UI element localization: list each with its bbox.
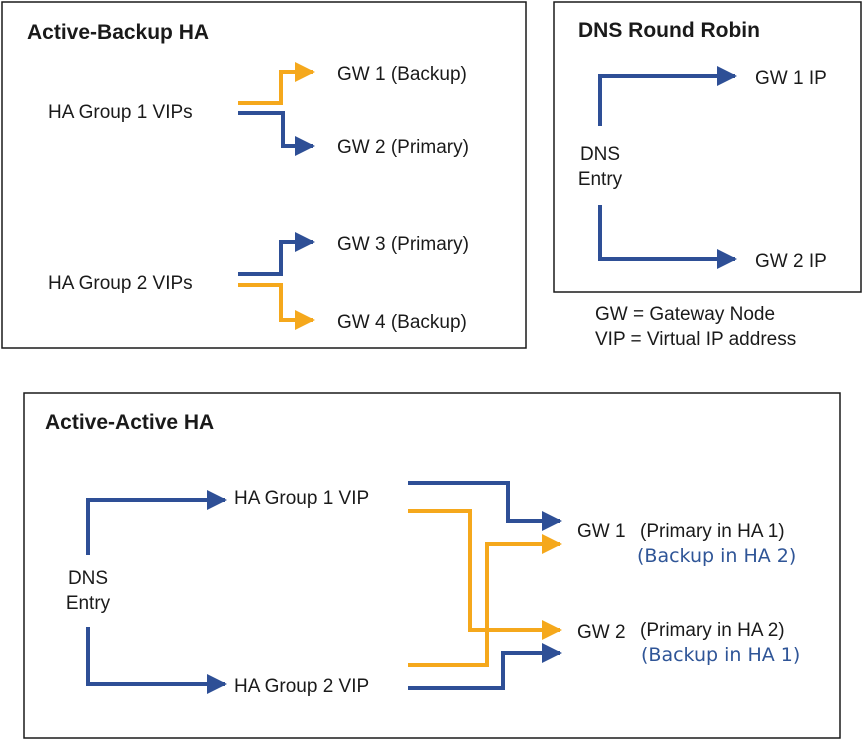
gw2-ip-label: GW 2 IP [755,251,827,272]
aa-gw2-label: GW 2 [577,622,626,643]
legend-vip: VIP = Virtual IP address [595,329,796,350]
legend: GW = Gateway Node VIP = Virtual IP addre… [595,304,796,350]
backup-path-arrow-gw4 [238,283,315,330]
active-backup-title: Active-Backup HA [27,21,209,44]
aa-dns-entry-label-line2: Entry [66,593,111,614]
dns-round-robin-frame [553,1,862,293]
aa-gw1-primary-label: (Primary in HA 1) [640,521,785,542]
gw2-primary-label: GW 2 (Primary) [337,137,469,158]
dns-round-robin-title: DNS Round Robin [578,19,760,42]
active-active-panel: Active-Active HA DNS Entry HA Group 1 VI… [23,392,841,739]
ha-group1-vip-label: HA Group 1 VIP [234,488,369,509]
aa-backup-path-group2-gw1 [408,534,562,667]
gw1-backup-label: GW 1 (Backup) [337,64,467,85]
gw3-primary-label: GW 3 (Primary) [337,234,469,255]
aa-dns-entry-label-line1: DNS [68,568,108,589]
ha-group2-vips-label: HA Group 2 VIPs [48,273,193,294]
gw1-ip-label: GW 1 IP [755,68,827,89]
ha-group2-vip-label: HA Group 2 VIP [234,676,369,697]
aa-backup-path-group1-gw2 [408,509,562,640]
active-active-frame [23,392,841,739]
aa-gw1-label: GW 1 [577,521,626,542]
aa-primary-path-group2-gw2 [408,643,562,690]
aa-gw1-backup-note: (Backup in HA 2) [637,545,796,567]
backup-path-arrow-gw1 [238,62,315,105]
gw4-backup-label: GW 4 (Backup) [337,312,467,333]
legend-gw: GW = Gateway Node [595,304,775,325]
active-active-title: Active-Active HA [45,411,214,434]
dns-entry-label-line2: Entry [578,169,623,190]
dns-entry-label-line1: DNS [580,144,620,165]
active-backup-frame [1,1,527,349]
aa-gw2-backup-note: (Backup in HA 1) [641,644,800,666]
dns-arrow-gw2 [598,205,737,269]
dns-arrow-gw1 [598,66,737,126]
aa-dns-arrow-group2 [86,627,227,694]
active-backup-panel: Active-Backup HA HA Group 1 VIPs GW 1 (B… [1,1,527,349]
aa-primary-path-group1-gw1 [408,481,562,531]
aa-gw2-primary-label: (Primary in HA 2) [640,620,785,641]
ha-group1-vips-label: HA Group 1 VIPs [48,102,193,123]
primary-path-arrow-gw2 [238,111,315,156]
dns-round-robin-panel: DNS Round Robin DNS Entry GW 1 IP GW 2 I… [553,1,862,293]
primary-path-arrow-gw3 [238,232,315,276]
aa-dns-arrow-group1 [86,490,227,555]
